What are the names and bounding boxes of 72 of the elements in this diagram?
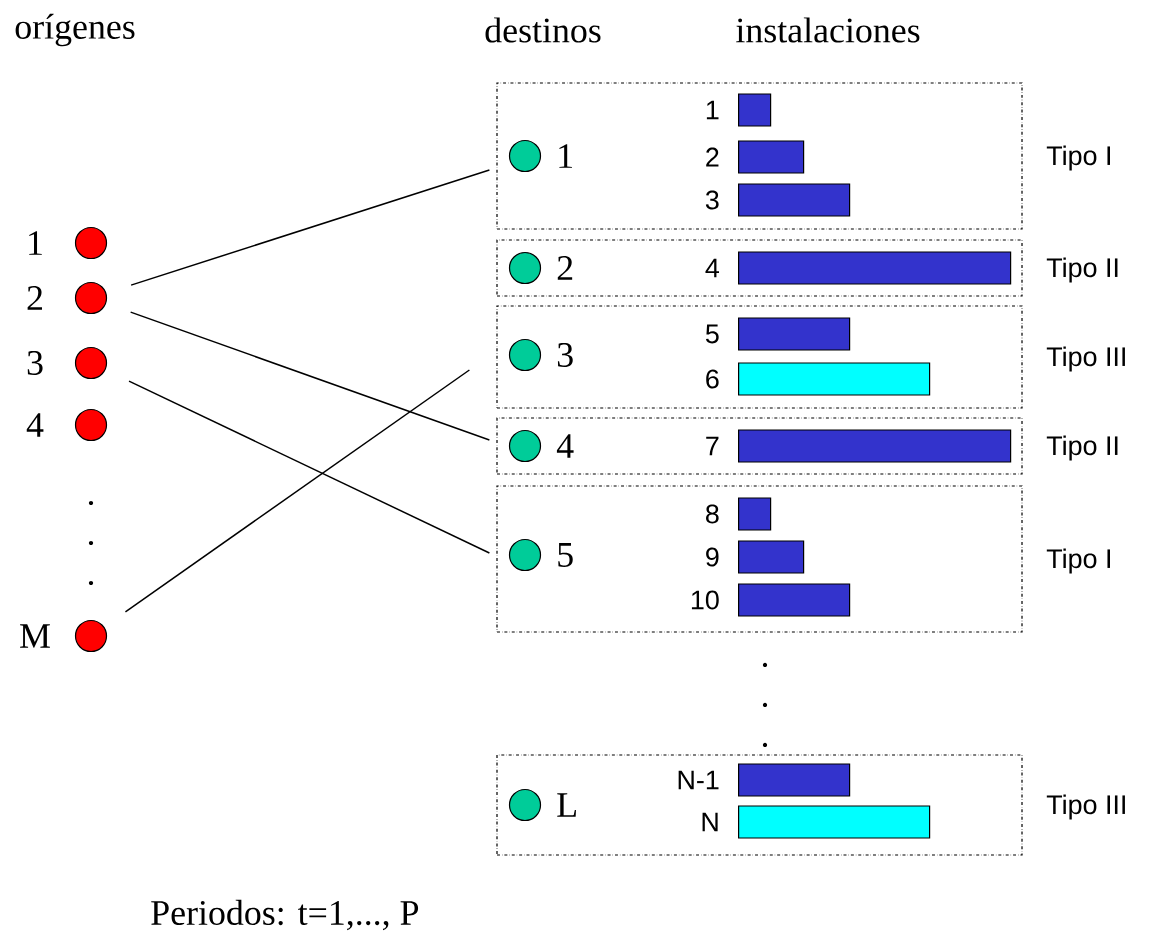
- destination-label: 3: [557, 342, 573, 368]
- heading: destinos: [485, 17, 601, 43]
- bar-number: 8: [706, 504, 719, 524]
- bar: [738, 540, 805, 574]
- bar-number: 4: [705, 258, 719, 278]
- origin-label: 3: [27, 350, 43, 376]
- bar: [738, 805, 931, 839]
- bar-number: 5: [705, 324, 719, 344]
- destination-circle: [508, 538, 542, 572]
- dotted-box: [496, 239, 1023, 297]
- dotted-box: [496, 305, 1023, 409]
- bar-number: 2: [706, 147, 719, 167]
- bar: [738, 183, 851, 217]
- destination-circle: [508, 338, 542, 372]
- bar: [738, 93, 772, 127]
- type-label: Tipo I: [1046, 548, 1110, 574]
- ellipsis-dot: .: [88, 540, 94, 546]
- bar: [738, 763, 851, 797]
- destination-label: 5: [558, 543, 573, 567]
- destination-circle: [508, 251, 542, 285]
- connector-line: [129, 311, 491, 441]
- bar-number: 9: [706, 547, 719, 567]
- ellipsis-dot: .: [88, 580, 94, 586]
- origin-circle: [74, 226, 108, 260]
- destination-label: 4: [556, 434, 574, 458]
- origin-label: 1: [29, 231, 42, 255]
- bar-number: N: [702, 812, 718, 832]
- bar-number: 7: [706, 436, 719, 456]
- origin-circle: [74, 408, 108, 442]
- origin-label: 2: [27, 286, 42, 310]
- bar-number: N-1: [678, 770, 719, 790]
- destination-circle: [508, 139, 542, 173]
- ellipsis-dot: .: [762, 662, 768, 668]
- heading: orígenes: [15, 13, 135, 47]
- type-label: Tipo II: [1046, 257, 1118, 283]
- type-label: Tipo III: [1046, 794, 1125, 820]
- bar: [738, 317, 851, 351]
- destination-circle: [508, 429, 542, 463]
- dotted-box: [496, 82, 1023, 230]
- type-label: Tipo II: [1046, 435, 1118, 461]
- dotted-box: [496, 754, 1023, 856]
- ellipsis-dot: .: [762, 742, 768, 748]
- origin-circle: [74, 619, 108, 653]
- destination-label: 1: [559, 144, 572, 168]
- destination-circle: [508, 788, 542, 822]
- bar-number: 10: [691, 590, 719, 610]
- origin-label: M: [20, 624, 50, 648]
- origin-circle: [74, 346, 108, 380]
- bar-number: 1: [706, 100, 719, 120]
- destination-label: L: [557, 793, 576, 817]
- connector-line: [124, 369, 471, 613]
- bar: [738, 140, 805, 174]
- connector-line: [130, 169, 491, 286]
- bar: [738, 497, 772, 531]
- ellipsis-dot: .: [762, 702, 768, 708]
- bar: [738, 429, 1012, 463]
- bar-number: 6: [706, 369, 719, 389]
- bar: [738, 362, 931, 396]
- bar-number: 3: [705, 190, 719, 210]
- origin-circle: [74, 281, 108, 315]
- destination-label: 2: [557, 256, 573, 280]
- note: Periodos: t=1,..., P: [151, 899, 419, 931]
- origin-label: 4: [26, 413, 44, 437]
- bar: [738, 583, 851, 617]
- dotted-box: [496, 417, 1023, 475]
- connector-line: [128, 380, 491, 554]
- dotted-box: [496, 485, 1023, 633]
- ellipsis-dot: .: [88, 500, 94, 506]
- heading: instalaciones: [736, 17, 920, 43]
- type-label: Tipo I: [1046, 145, 1110, 171]
- type-label: Tipo III: [1046, 346, 1125, 372]
- bar: [738, 251, 1012, 285]
